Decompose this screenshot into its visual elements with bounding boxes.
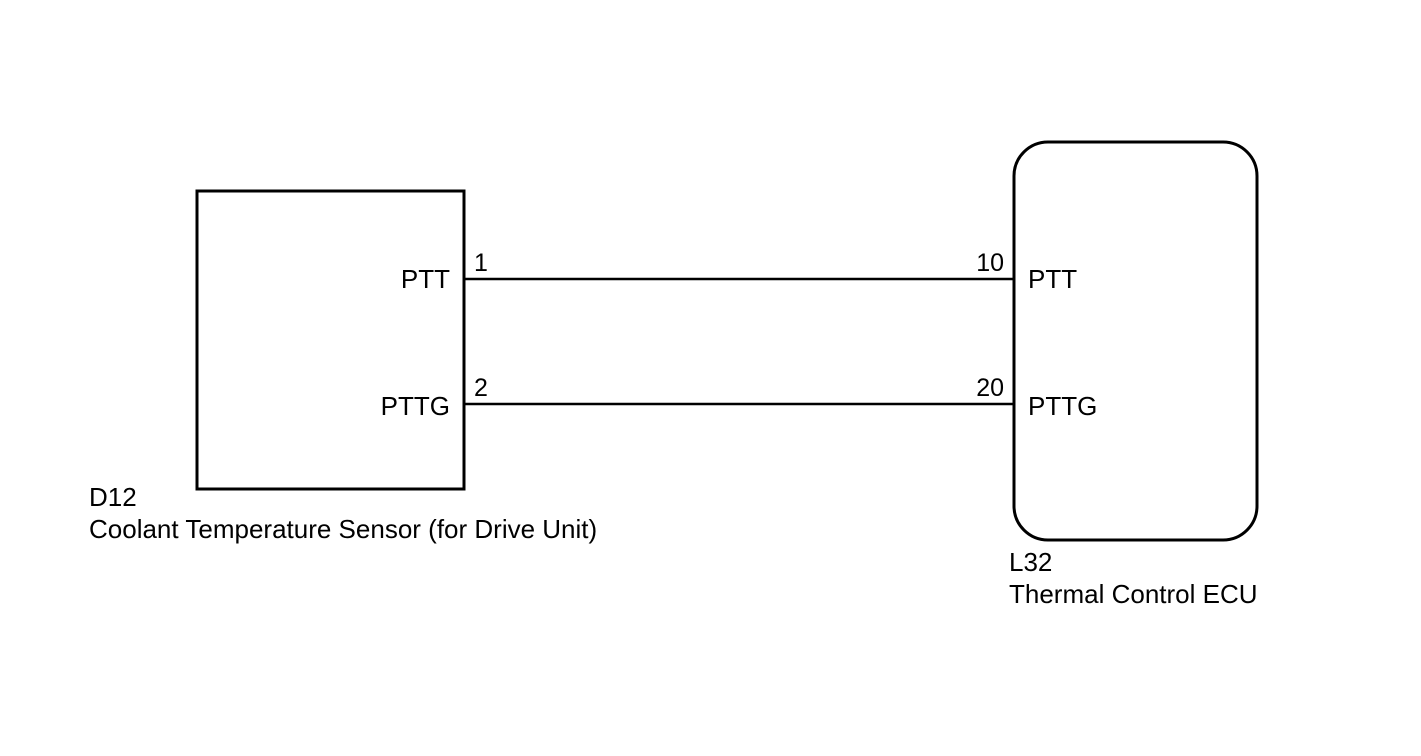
ecu-name: Thermal Control ECU (1009, 579, 1258, 609)
sensor-pin-1: 1 (474, 249, 488, 277)
sensor-component: PTT PTTG 1 2 D12 Coolant Temperature Sen… (89, 189, 597, 544)
wires (464, 277, 1014, 406)
sensor-code: D12 (89, 482, 137, 512)
ecu-signal-ptt: PTT (1028, 264, 1077, 294)
ecu-component: 10 20 PTT PTTG L32 Thermal Control ECU (976, 140, 1259, 609)
ecu-box (1012, 140, 1259, 542)
sensor-signal-ptt: PTT (401, 264, 450, 294)
sensor-name: Coolant Temperature Sensor (for Drive Un… (89, 514, 597, 544)
sensor-signal-pttg: PTTG (381, 391, 450, 421)
ecu-pin-10: 10 (976, 249, 1004, 277)
sensor-box (195, 189, 466, 491)
ecu-signal-pttg: PTTG (1028, 391, 1097, 421)
sensor-pin-2: 2 (474, 374, 488, 402)
ecu-pin-20: 20 (976, 374, 1004, 402)
ecu-code: L32 (1009, 547, 1052, 577)
